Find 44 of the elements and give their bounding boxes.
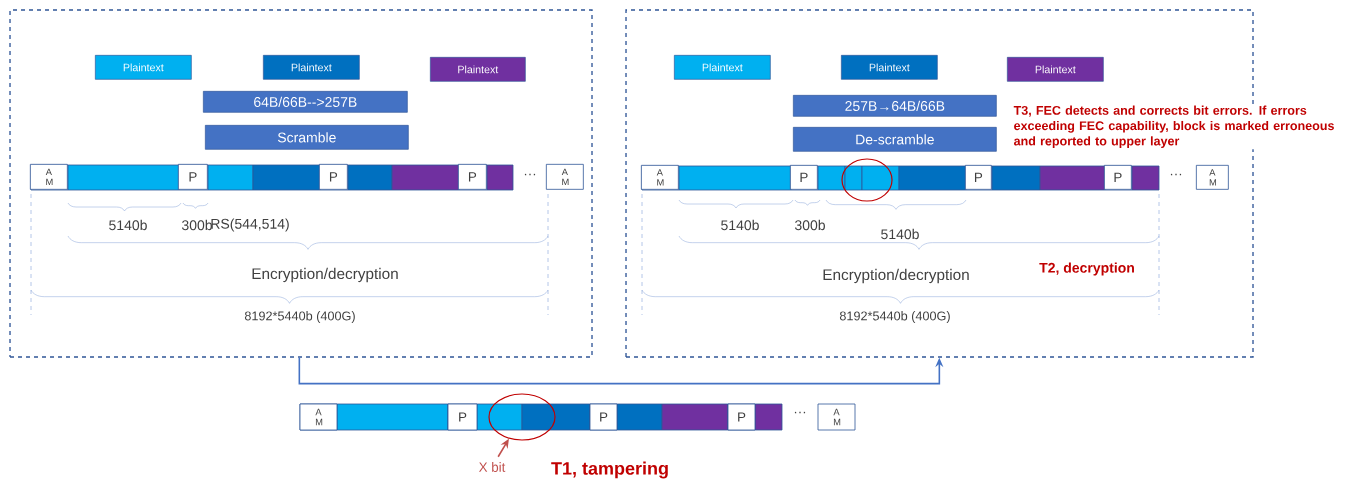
brace-label: 8192*5440b (400G) [244,311,355,323]
parity-cell: P [447,403,478,431]
alignment-marker-cell: A M [545,163,584,190]
brace-label: Encryption/decryption [252,267,398,283]
dimension-label: 300b [181,219,212,231]
process-box: 257B→64B/66B [793,95,997,117]
dimension-label: 5140b [109,219,147,231]
parity-cell: P [789,164,818,190]
brace-label: Encryption/decryption [823,268,969,284]
ellipsis: ··· [524,173,536,176]
annotation-text: T1, tampering [551,461,668,479]
parity-cell: P [727,403,756,431]
plaintext-box: Plaintext [674,55,771,80]
alignment-marker-cell: A M [299,403,338,431]
process-box: Scramble [205,125,409,150]
parity-cell: P [1103,164,1132,190]
plaintext-box: Plaintext [263,55,360,80]
plaintext-box: Plaintext [430,57,526,82]
process-box: De-scramble [793,127,997,152]
alignment-marker-cell: A M [1195,164,1229,190]
brace-label: 8192*5440b (400G) [839,311,950,323]
process-box: 64B/66B-->257B [203,91,408,113]
ellipsis: ··· [794,411,806,414]
annotation-text: T2, decryption [1039,262,1134,276]
alignment-marker-cell: A M [29,163,68,190]
parity-cell: P [457,163,487,190]
alignment-marker-cell: A M [640,164,679,190]
parity-cell: P [964,164,992,190]
highlight-ellipse [488,393,556,441]
plaintext-box: Plaintext [1007,57,1104,82]
dimension-label: 5140b [721,219,759,231]
parity-cell: P [589,403,618,431]
plaintext-box: Plaintext [95,55,192,80]
callout-text: X bit [478,462,506,472]
dimension-label: 300b [794,219,825,231]
parity-cell: P [318,163,348,190]
dimension-label: RS(544,514) [211,218,289,232]
plaintext-box: Plaintext [841,55,938,80]
ellipsis: ··· [1170,173,1182,176]
alignment-marker-cell: A M [817,403,856,431]
panel-frame [9,9,593,358]
parity-cell: P [177,163,208,190]
dimension-label: 5140b [881,228,919,240]
annotation-text: T3, FEC detects and corrects bit errors. If errors exceeding FEC capability, block is marked erroneous and reported to upper layer [1012,104,1343,150]
